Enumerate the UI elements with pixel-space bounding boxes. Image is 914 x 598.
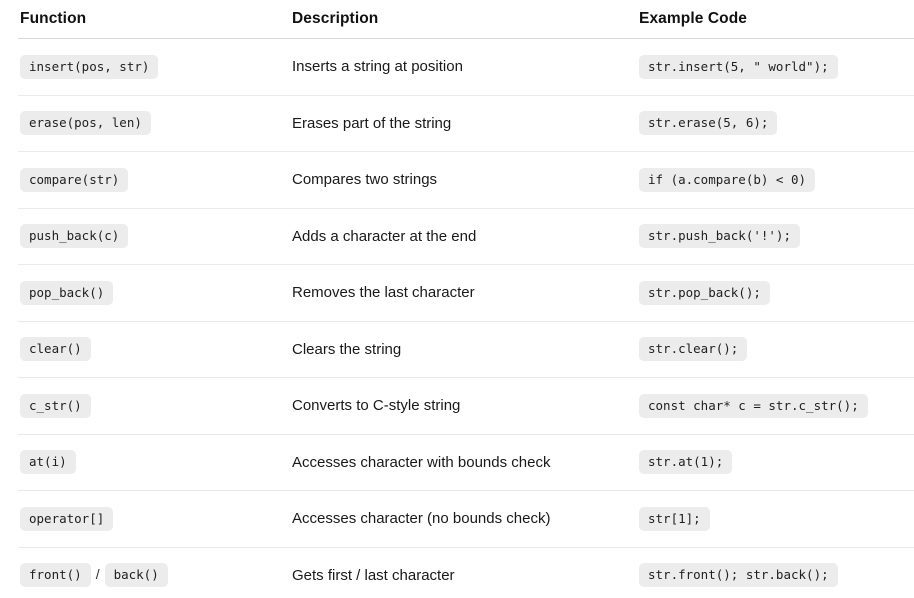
table-row: push_back(c) Adds a character at the end…	[18, 209, 914, 265]
description-cell: Converts to C-style string	[292, 397, 461, 415]
function-cell: c_str()	[18, 393, 290, 418]
example-cell: if (a.compare(b) < 0)	[637, 167, 914, 192]
table-row: front()/back() Gets first / last charact…	[18, 548, 914, 598]
table-row: clear() Clears the string str.clear();	[18, 322, 914, 378]
description-cell: Accesses character (no bounds check)	[292, 510, 551, 528]
string-functions-table: Function Description Example Code insert…	[18, 0, 914, 598]
function-cell: push_back(c)	[18, 224, 290, 249]
example-code-chip: str.pop_back();	[639, 280, 770, 305]
example-code-chip: if (a.compare(b) < 0)	[639, 167, 816, 192]
example-cell: str.erase(5, 6);	[637, 111, 914, 136]
function-code-chip: erase(pos, len)	[20, 111, 151, 136]
example-code-chip: str.erase(5, 6);	[639, 111, 778, 136]
function-code-chip: at(i)	[20, 450, 76, 475]
function-code-chip: pop_back()	[20, 280, 114, 305]
table-row: at(i) Accesses character with bounds che…	[18, 435, 914, 491]
example-code-chip: const char* c = str.c_str();	[639, 393, 868, 418]
function-cell: pop_back()	[18, 280, 290, 305]
example-cell: str.front(); str.back();	[637, 563, 914, 588]
example-cell: str.clear();	[637, 337, 914, 362]
example-cell: str.pop_back();	[637, 280, 914, 305]
table-row: compare(str) Compares two strings if (a.…	[18, 152, 914, 209]
table-row: c_str() Converts to C-style string const…	[18, 378, 914, 435]
example-code-chip: str.push_back('!');	[639, 224, 800, 249]
description-cell: Inserts a string at position	[292, 58, 463, 76]
example-code-chip: str.front(); str.back();	[639, 563, 838, 588]
table-row: operator[] Accesses character (no bounds…	[18, 491, 914, 548]
description-cell: Adds a character at the end	[292, 227, 477, 245]
function-separator: /	[95, 566, 100, 583]
column-header-function: Function	[20, 10, 87, 27]
table-row: pop_back() Removes the last character st…	[18, 265, 914, 322]
example-cell: str.push_back('!');	[637, 224, 914, 249]
function-code-chip: compare(str)	[20, 167, 129, 192]
function-code-chip: back()	[104, 563, 168, 588]
example-code-chip: str.insert(5, " world");	[639, 54, 838, 79]
example-code-chip: str.at(1);	[639, 450, 733, 475]
function-cell: clear()	[18, 337, 290, 362]
function-cell: compare(str)	[18, 167, 290, 192]
example-cell: str.insert(5, " world");	[637, 54, 914, 79]
function-cell: insert(pos, str)	[18, 54, 290, 79]
table-row: insert(pos, str) Inserts a string at pos…	[18, 39, 914, 96]
example-code-chip: str[1];	[639, 506, 710, 531]
table-header-row: Function Description Example Code	[18, 0, 914, 39]
table-body: insert(pos, str) Inserts a string at pos…	[18, 39, 914, 598]
description-cell: Erases part of the string	[292, 114, 452, 132]
function-cell: operator[]	[18, 506, 290, 531]
description-cell: Gets first / last character	[292, 566, 455, 584]
description-cell: Accesses character with bounds check	[292, 453, 551, 471]
function-code-chip: c_str()	[20, 393, 91, 418]
function-code-chip: clear()	[20, 337, 91, 362]
example-code-chip: str.clear();	[639, 337, 748, 362]
description-cell: Compares two strings	[292, 171, 438, 189]
example-cell: const char* c = str.c_str();	[637, 393, 914, 418]
function-code-chip: operator[]	[20, 506, 114, 531]
function-code-chip: front()	[20, 563, 91, 588]
function-cell: at(i)	[18, 450, 290, 475]
description-cell: Clears the string	[292, 340, 402, 358]
function-code-chip: insert(pos, str)	[20, 54, 159, 79]
function-code-chip: push_back(c)	[20, 224, 129, 249]
column-header-example-code: Example Code	[639, 10, 748, 27]
column-header-description: Description	[292, 10, 379, 27]
description-cell: Removes the last character	[292, 284, 475, 302]
function-cell: erase(pos, len)	[18, 111, 290, 136]
function-cell: front()/back()	[18, 563, 290, 588]
example-cell: str[1];	[637, 506, 914, 531]
example-cell: str.at(1);	[637, 450, 914, 475]
table-row: erase(pos, len) Erases part of the strin…	[18, 96, 914, 152]
